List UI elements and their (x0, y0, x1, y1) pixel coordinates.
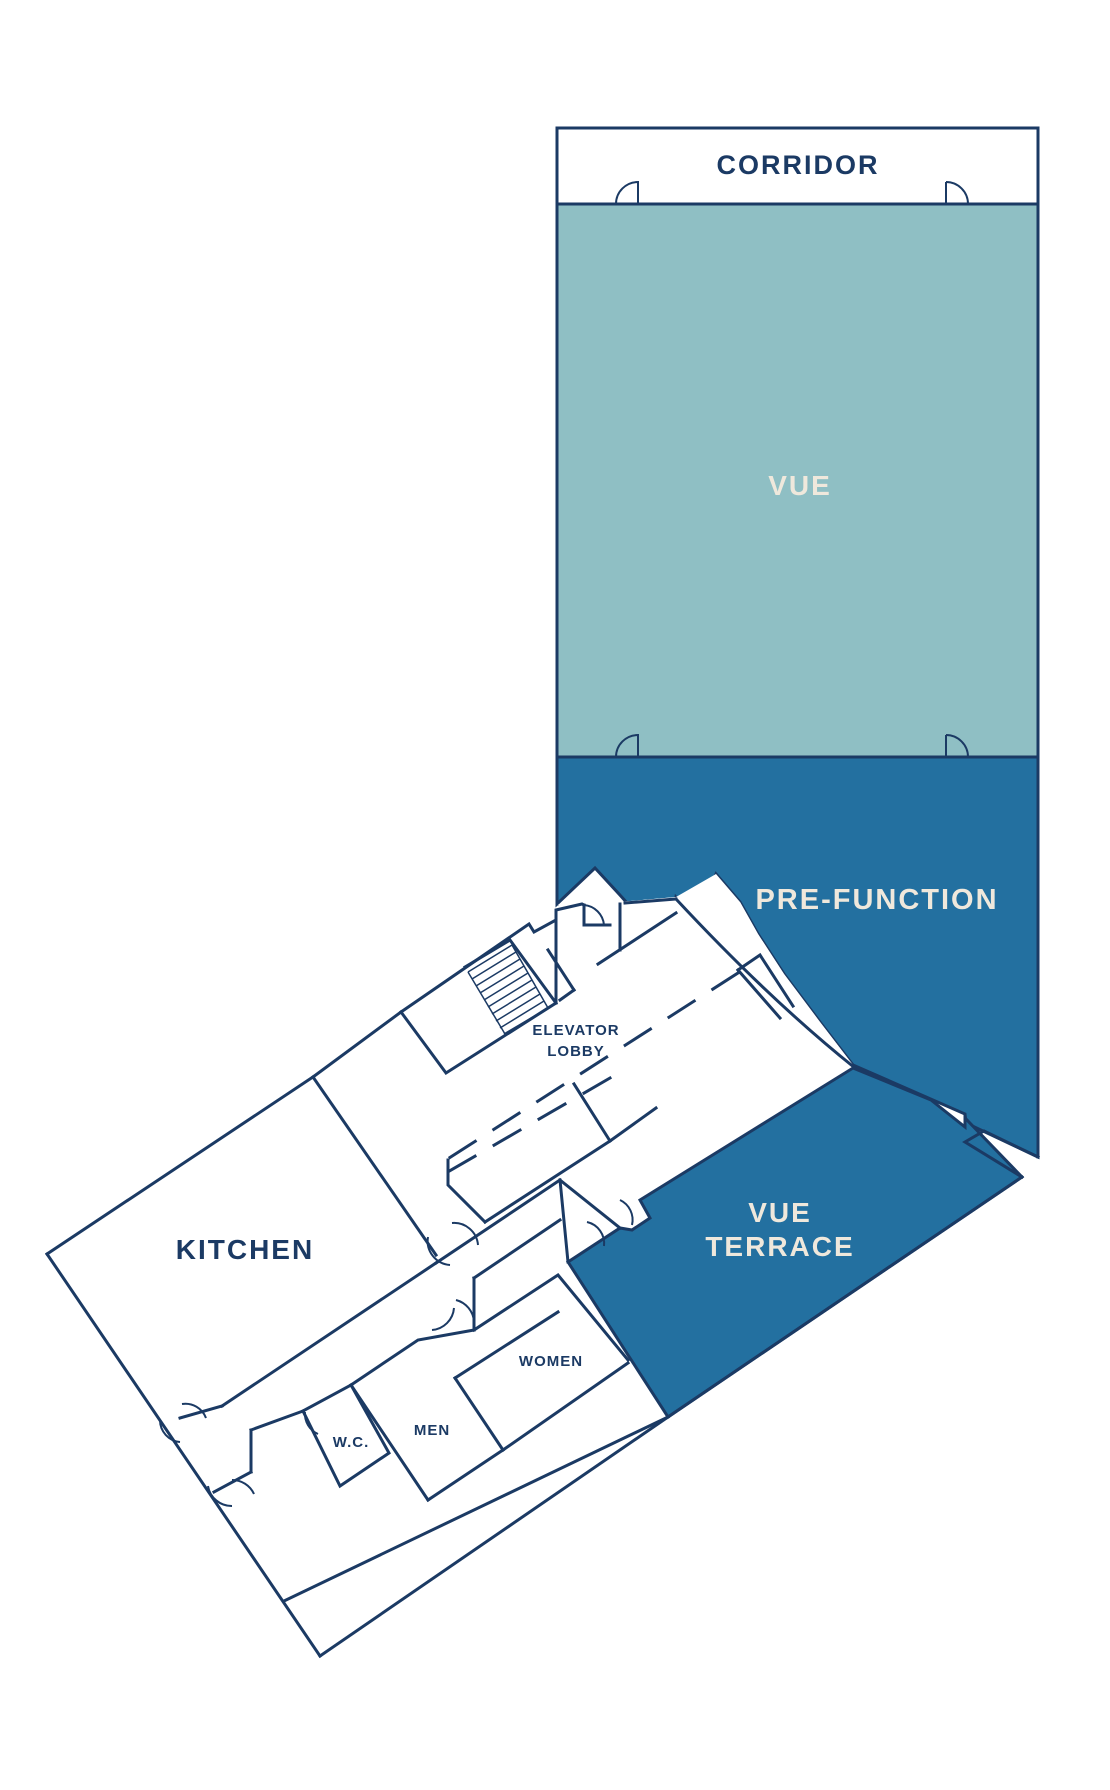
door-arc[interactable] (426, 1236, 451, 1266)
door-arc[interactable] (451, 1221, 479, 1246)
door-arc[interactable] (615, 733, 639, 758)
wc-label: W.C. (333, 1434, 370, 1451)
corridor-outline (555, 126, 1040, 206)
vue-label: VUE (768, 470, 832, 501)
vue-terrace-label-line1: VUE (748, 1197, 812, 1228)
door-arc[interactable] (181, 1402, 207, 1419)
elevator-lobby-label-line2: LOBBY (547, 1043, 605, 1060)
door-arc[interactable] (615, 180, 639, 205)
door-arc[interactable] (231, 1478, 255, 1495)
door-arc[interactable] (945, 181, 969, 205)
women-label: WOMEN (519, 1353, 583, 1370)
door-arc[interactable] (619, 1199, 634, 1226)
door-arc[interactable] (583, 904, 605, 926)
vue-room-fill[interactable] (555, 202, 1040, 759)
stairs-icon (462, 938, 559, 1035)
elevator-lobby-label-line1: ELEVATOR (532, 1022, 619, 1039)
pre-function-label: PRE-FUNCTION (755, 884, 998, 916)
door-arc[interactable] (431, 1307, 455, 1331)
door-arc[interactable] (586, 1221, 606, 1247)
kitchen-label: KITCHEN (176, 1234, 314, 1265)
door-arc[interactable] (455, 1299, 475, 1323)
men-label: MEN (414, 1422, 450, 1439)
vue-terrace-fill[interactable] (565, 1066, 1025, 1420)
pre-function-curve-wall (673, 896, 858, 1071)
door-arc[interactable] (303, 1411, 319, 1435)
vue-terrace-label-line2: TERRACE (705, 1231, 854, 1262)
door-arc[interactable] (207, 1485, 233, 1508)
door-arc[interactable] (158, 1419, 181, 1443)
corridor-label: CORRIDOR (717, 150, 880, 180)
door-arc[interactable] (945, 734, 969, 758)
